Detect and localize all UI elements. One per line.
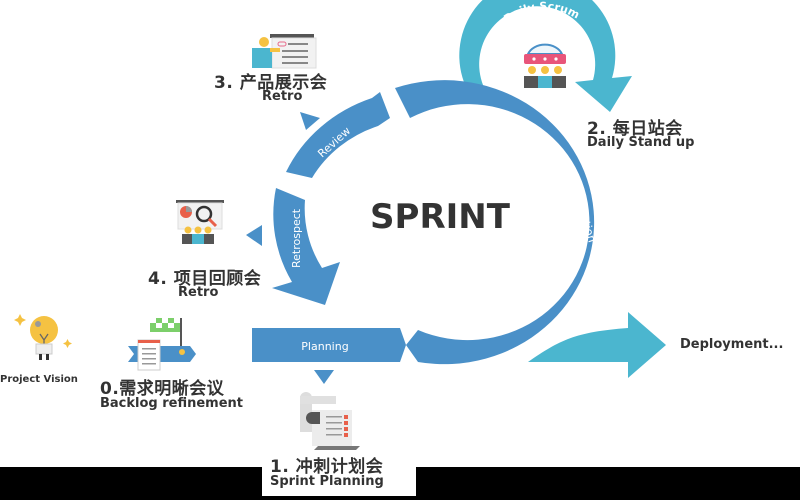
deployment-arrow (528, 312, 666, 378)
retrospect-arc (272, 188, 340, 305)
review-segment: Review (286, 92, 390, 178)
review-stage-title: 3. 产品展示会 (214, 73, 328, 93)
planning-stage-title: 1. 冲刺计划会 (270, 457, 384, 477)
team-clock-icon (524, 43, 566, 88)
daily-scrum-arc (459, 0, 632, 112)
vision-stage-label: Project Vision (0, 374, 78, 385)
deployment-label: Deployment... (680, 337, 784, 352)
deployment-arrow-shape (528, 312, 666, 378)
planning-stage-subtitle: Sprint Planning (270, 474, 384, 489)
standup-stage-subtitle: Daily Stand up (587, 135, 695, 150)
review-pointer-arrow (300, 112, 320, 130)
review-stage-subtitle: Retro (262, 89, 303, 104)
planning-pointer-arrow (314, 370, 334, 384)
sprint-title: SPRINT (370, 197, 511, 237)
standup-stage-title: 2. 每日站会 (587, 119, 683, 139)
retro-pointer-arrow (246, 225, 262, 246)
presenter-board-icon (252, 34, 317, 69)
retrospect-segment: Retrospect (246, 188, 340, 305)
planning-bar (252, 328, 406, 362)
retro-stage-subtitle: Retro (178, 285, 219, 300)
planning-caption-box (262, 452, 416, 496)
planning-segment: Planning (252, 328, 406, 384)
retrospect-label: Retrospect (290, 208, 303, 268)
backlog-stage-title: 0.需求明晰会议 (100, 379, 225, 399)
planning-label: Planning (301, 340, 348, 353)
review-arc (286, 92, 390, 178)
implementation-arc (395, 80, 595, 365)
checklist-scroll-icon (300, 392, 360, 450)
backlog-stage-subtitle: Backlog refinement (100, 396, 244, 411)
analysis-board-icon (176, 200, 224, 244)
lightbulb-icon (14, 314, 72, 360)
roadmap-flag-icon (128, 318, 196, 371)
retro-stage-title: 4. 项目回顾会 (148, 269, 262, 289)
